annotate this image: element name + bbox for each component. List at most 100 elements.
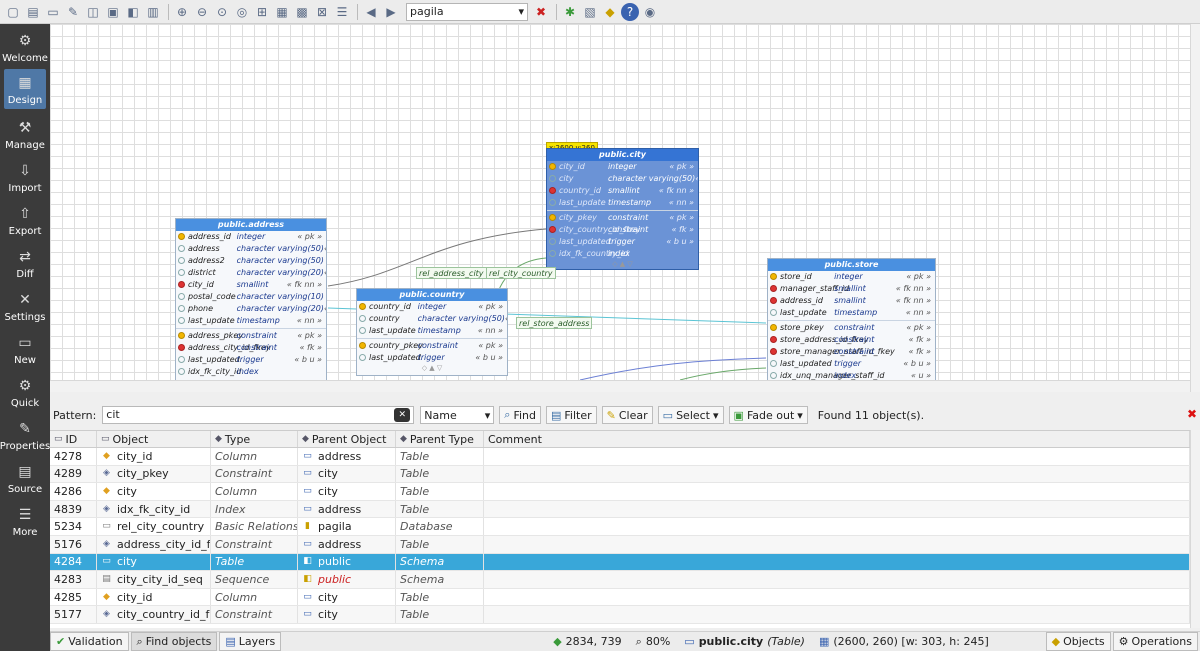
tasks-icon[interactable]: ▧	[584, 4, 596, 19]
grid-icon[interactable]: ▦	[276, 4, 288, 19]
column-header-id[interactable]: ▭ID	[50, 431, 97, 447]
forward-icon[interactable]: ▶	[386, 4, 396, 19]
edit-icon[interactable]: ✎	[67, 4, 79, 19]
tab-validation[interactable]: ✔Validation	[50, 632, 129, 651]
column-header-parent-type[interactable]: ◆Parent Type	[396, 431, 484, 447]
new-icon[interactable]: ▢	[7, 4, 19, 19]
open-icon[interactable]: ▭	[47, 4, 59, 19]
clear-button[interactable]: ✎Clear	[601, 406, 653, 424]
rel-label-store-address[interactable]: rel_store_address	[516, 317, 593, 329]
save-as-icon[interactable]: ◫	[87, 4, 99, 19]
save-icon[interactable]: ▣	[107, 4, 119, 19]
table-expand-toggle[interactable]: ◇ ▲ ▽	[421, 364, 443, 372]
filter-button[interactable]: ▤Filter	[546, 406, 597, 424]
sidebar-item-settings[interactable]: ✕Settings	[0, 283, 50, 326]
tab-layers[interactable]: ▤Layers	[219, 632, 282, 651]
sidebar-item-quick[interactable]: ⚙Quick	[0, 369, 50, 412]
sidebar-item-diff[interactable]: ⇄Diff	[0, 240, 50, 283]
design-canvas[interactable]: x:2600 y:260 public.city city_idinteger«…	[50, 24, 1190, 380]
sidebar-item-export[interactable]: ⇧Export	[0, 197, 50, 240]
sidebar-item-more[interactable]: ☰More	[0, 498, 50, 541]
column-header-comment[interactable]: Comment	[484, 431, 1190, 447]
overview-icon[interactable]: ☰	[336, 4, 348, 19]
sidebar-item-import[interactable]: ⇩Import	[0, 154, 50, 197]
grid-dense-icon[interactable]: ▩	[296, 4, 308, 19]
pattern-input[interactable]: cit ✕	[102, 406, 415, 424]
rel-label-city-country[interactable]: rel_city_country	[486, 267, 556, 279]
zoom-in-icon[interactable]: ⊕	[176, 4, 188, 19]
column-header-parent-object[interactable]: ◆Parent Object	[298, 431, 396, 447]
close-model-icon[interactable]: ✖	[535, 4, 547, 19]
align-grid-icon[interactable]: ⊠	[316, 4, 328, 19]
sidebar-item-source[interactable]: ▤Source	[0, 455, 50, 498]
table-row[interactable]: 5177◈city_country_id_fkeyConstraint▭city…	[50, 606, 1190, 624]
help-icon[interactable]: ?	[621, 2, 639, 21]
canvas-horizontal-scrollbar[interactable]	[50, 380, 1190, 392]
sidebar-item-manage[interactable]: ⚒Manage	[0, 111, 50, 154]
fade-out-button[interactable]: ▣Fade out▾	[728, 406, 808, 424]
database-select[interactable]: pagila ▾	[406, 2, 528, 21]
tab-find-objects[interactable]: ⌕Find objects	[130, 632, 218, 651]
sidebar-item-welcome[interactable]: ⚙Welcome	[0, 24, 50, 67]
column-header-object[interactable]: ▭Object	[97, 431, 211, 447]
find-button[interactable]: ⌕Find	[499, 406, 541, 424]
sidebar-item-new[interactable]: ▭New	[0, 326, 50, 369]
zoom-fit-icon[interactable]: ⊙	[216, 4, 228, 19]
table-expand-toggle[interactable]: ◇ ▲ ▽	[612, 260, 633, 268]
plugin-icon[interactable]: ✱	[564, 4, 576, 19]
clear-pattern-icon[interactable]: ✕	[394, 408, 411, 422]
sidebar-item-design[interactable]: ▦Design	[4, 69, 46, 109]
sidebar-item-properties[interactable]: ✎Properties	[0, 412, 50, 455]
zoom-area-icon[interactable]: ◎	[236, 4, 248, 19]
new-file-icon[interactable]: ▤	[27, 4, 39, 19]
close-icon[interactable]: ✖	[1186, 407, 1197, 421]
column-header-type[interactable]: ◆Type	[211, 431, 298, 447]
layout-icon[interactable]: ⊞	[256, 4, 268, 19]
rel-label-address-city[interactable]: rel_address_city	[416, 267, 487, 279]
select-button[interactable]: ▭Select▾	[657, 406, 724, 424]
export-icon[interactable]: ◧	[127, 4, 139, 19]
info-icon[interactable]: ◉	[644, 4, 656, 19]
tab-objects[interactable]: ◆Objects	[1045, 632, 1111, 651]
search-attribute-select[interactable]: Name ▾	[420, 406, 495, 424]
canvas-vertical-scrollbar[interactable]	[1190, 24, 1200, 392]
tab-operations[interactable]: ⚙Operations	[1112, 632, 1198, 651]
